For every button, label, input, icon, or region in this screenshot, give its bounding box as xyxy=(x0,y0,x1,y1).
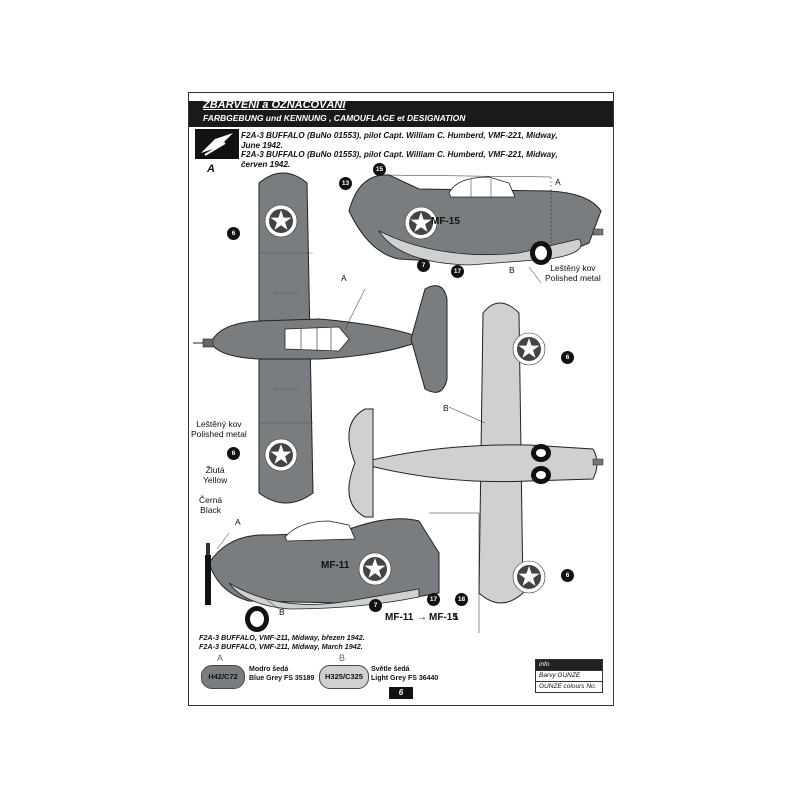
color-label-a: A xyxy=(341,273,347,283)
caption-line: F2A-3 BUFFALO, VMF-211, Midway, March 19… xyxy=(199,642,363,651)
callout-17: 17 xyxy=(427,593,440,606)
polished-metal-label-lower: Leštěný kov Polished metal xyxy=(191,419,247,439)
callout-17: 17 xyxy=(451,265,464,278)
leader-lines xyxy=(216,266,542,610)
swatch-a-letter: A xyxy=(217,653,224,663)
swatch-a-text: Modro šedá Blue Grey FS 35189 xyxy=(249,665,314,683)
side-view-upper xyxy=(348,174,604,266)
info-row: GUNZE colours No. xyxy=(536,681,602,692)
page-number: 6 xyxy=(389,687,413,699)
swatch-a: H42/C72 xyxy=(201,665,245,689)
callout-18: 18 xyxy=(455,593,468,606)
title-czech: ZBARVENÍ a OZNAČOVÁNÍ xyxy=(203,99,346,111)
info-heading: info xyxy=(536,660,602,670)
callout-6: 6 xyxy=(561,569,574,582)
decal-code-3: 1 xyxy=(453,612,459,623)
callout-6: 6 xyxy=(561,351,574,364)
title-multilingual: FARBGEBUNG und KENNUNG , CAMOUFLAGE et D… xyxy=(203,113,466,123)
scheme-line: červen 1942. xyxy=(241,159,291,169)
color-label-a: A xyxy=(235,517,241,527)
instruction-sheet: ZBARVENÍ a OZNAČOVÁNÍ FARBGEBUNG und KEN… xyxy=(188,92,614,706)
info-box: info Barvy GUNZE GUNZE colours No. xyxy=(535,659,603,693)
fuselage-code-upper: MF-15 xyxy=(431,216,460,227)
callout-13: 13 xyxy=(339,177,352,190)
callout-6: 6 xyxy=(227,447,240,460)
top-view xyxy=(193,172,448,504)
polished-metal-label: Leštěný kov Polished metal xyxy=(545,263,601,283)
scheme-line: June 1942. xyxy=(241,140,283,150)
label-en: Polished metal xyxy=(191,429,247,439)
label-cz: Žlutá xyxy=(205,465,225,475)
color-label-b: B xyxy=(443,403,449,413)
title-bar: ZBARVENÍ a OZNAČOVÁNÍ FARBGEBUNG und KEN… xyxy=(189,99,613,127)
color-label-a: A xyxy=(555,177,561,187)
swatch-b-text: Světle šedá Light Grey FS 36440 xyxy=(371,665,438,683)
color-label-b: B xyxy=(279,607,285,617)
callout-6: 6 xyxy=(227,227,240,240)
label-en: Yellow xyxy=(203,475,228,485)
decal-code-2: MF-15 xyxy=(429,612,458,623)
scheme-letter: A xyxy=(207,163,215,175)
scheme-line: F2A-3 BUFFALO (BuNo 01553), pilot Capt. … xyxy=(241,131,558,140)
swatch-name-cz: Modro šedá xyxy=(249,666,289,673)
label-cz: Leštěný kov xyxy=(196,419,242,429)
decal-code-1: MF-11 xyxy=(385,612,414,623)
info-row: Barvy GUNZE xyxy=(536,670,602,681)
callout-7: 7 xyxy=(369,599,382,612)
callout-15: 15 xyxy=(373,163,386,176)
scheme-line: F2A-3 BUFFALO (BuNo 01553), pilot Capt. … xyxy=(241,150,558,160)
label-en: Black xyxy=(200,505,221,515)
label-cz: Leštěný kov xyxy=(550,263,596,273)
swatch-name-en: Light Grey FS 36440 xyxy=(371,675,439,682)
label-cz: Černá xyxy=(199,495,223,505)
swatch-name-cz: Světle šedá xyxy=(371,666,410,673)
color-label-b: B xyxy=(509,265,515,275)
swatch-name-en: Blue Grey FS 35189 xyxy=(249,675,315,682)
swatch-b: H325/C325 xyxy=(319,665,369,689)
brand-logo xyxy=(195,129,239,159)
swatch-b-letter: B xyxy=(339,653,346,663)
label-en: Polished metal xyxy=(545,273,601,283)
fuselage-code-lower: MF-11 xyxy=(321,560,350,571)
scheme-description: F2A-3 BUFFALO (BuNo 01553), pilot Capt. … xyxy=(241,131,601,169)
black-label: Černá Black xyxy=(199,495,222,515)
yellow-label: Žlutá Yellow xyxy=(203,465,227,485)
callout-7: 7 xyxy=(417,259,430,272)
underside-view xyxy=(348,302,604,604)
caption-line: F2A-3 BUFFALO, VMF-211, Midway, březen 1… xyxy=(199,633,365,642)
decal-arrow: → xyxy=(417,612,427,623)
lower-scheme-caption: F2A-3 BUFFALO, VMF-211, Midway, březen 1… xyxy=(199,633,365,651)
